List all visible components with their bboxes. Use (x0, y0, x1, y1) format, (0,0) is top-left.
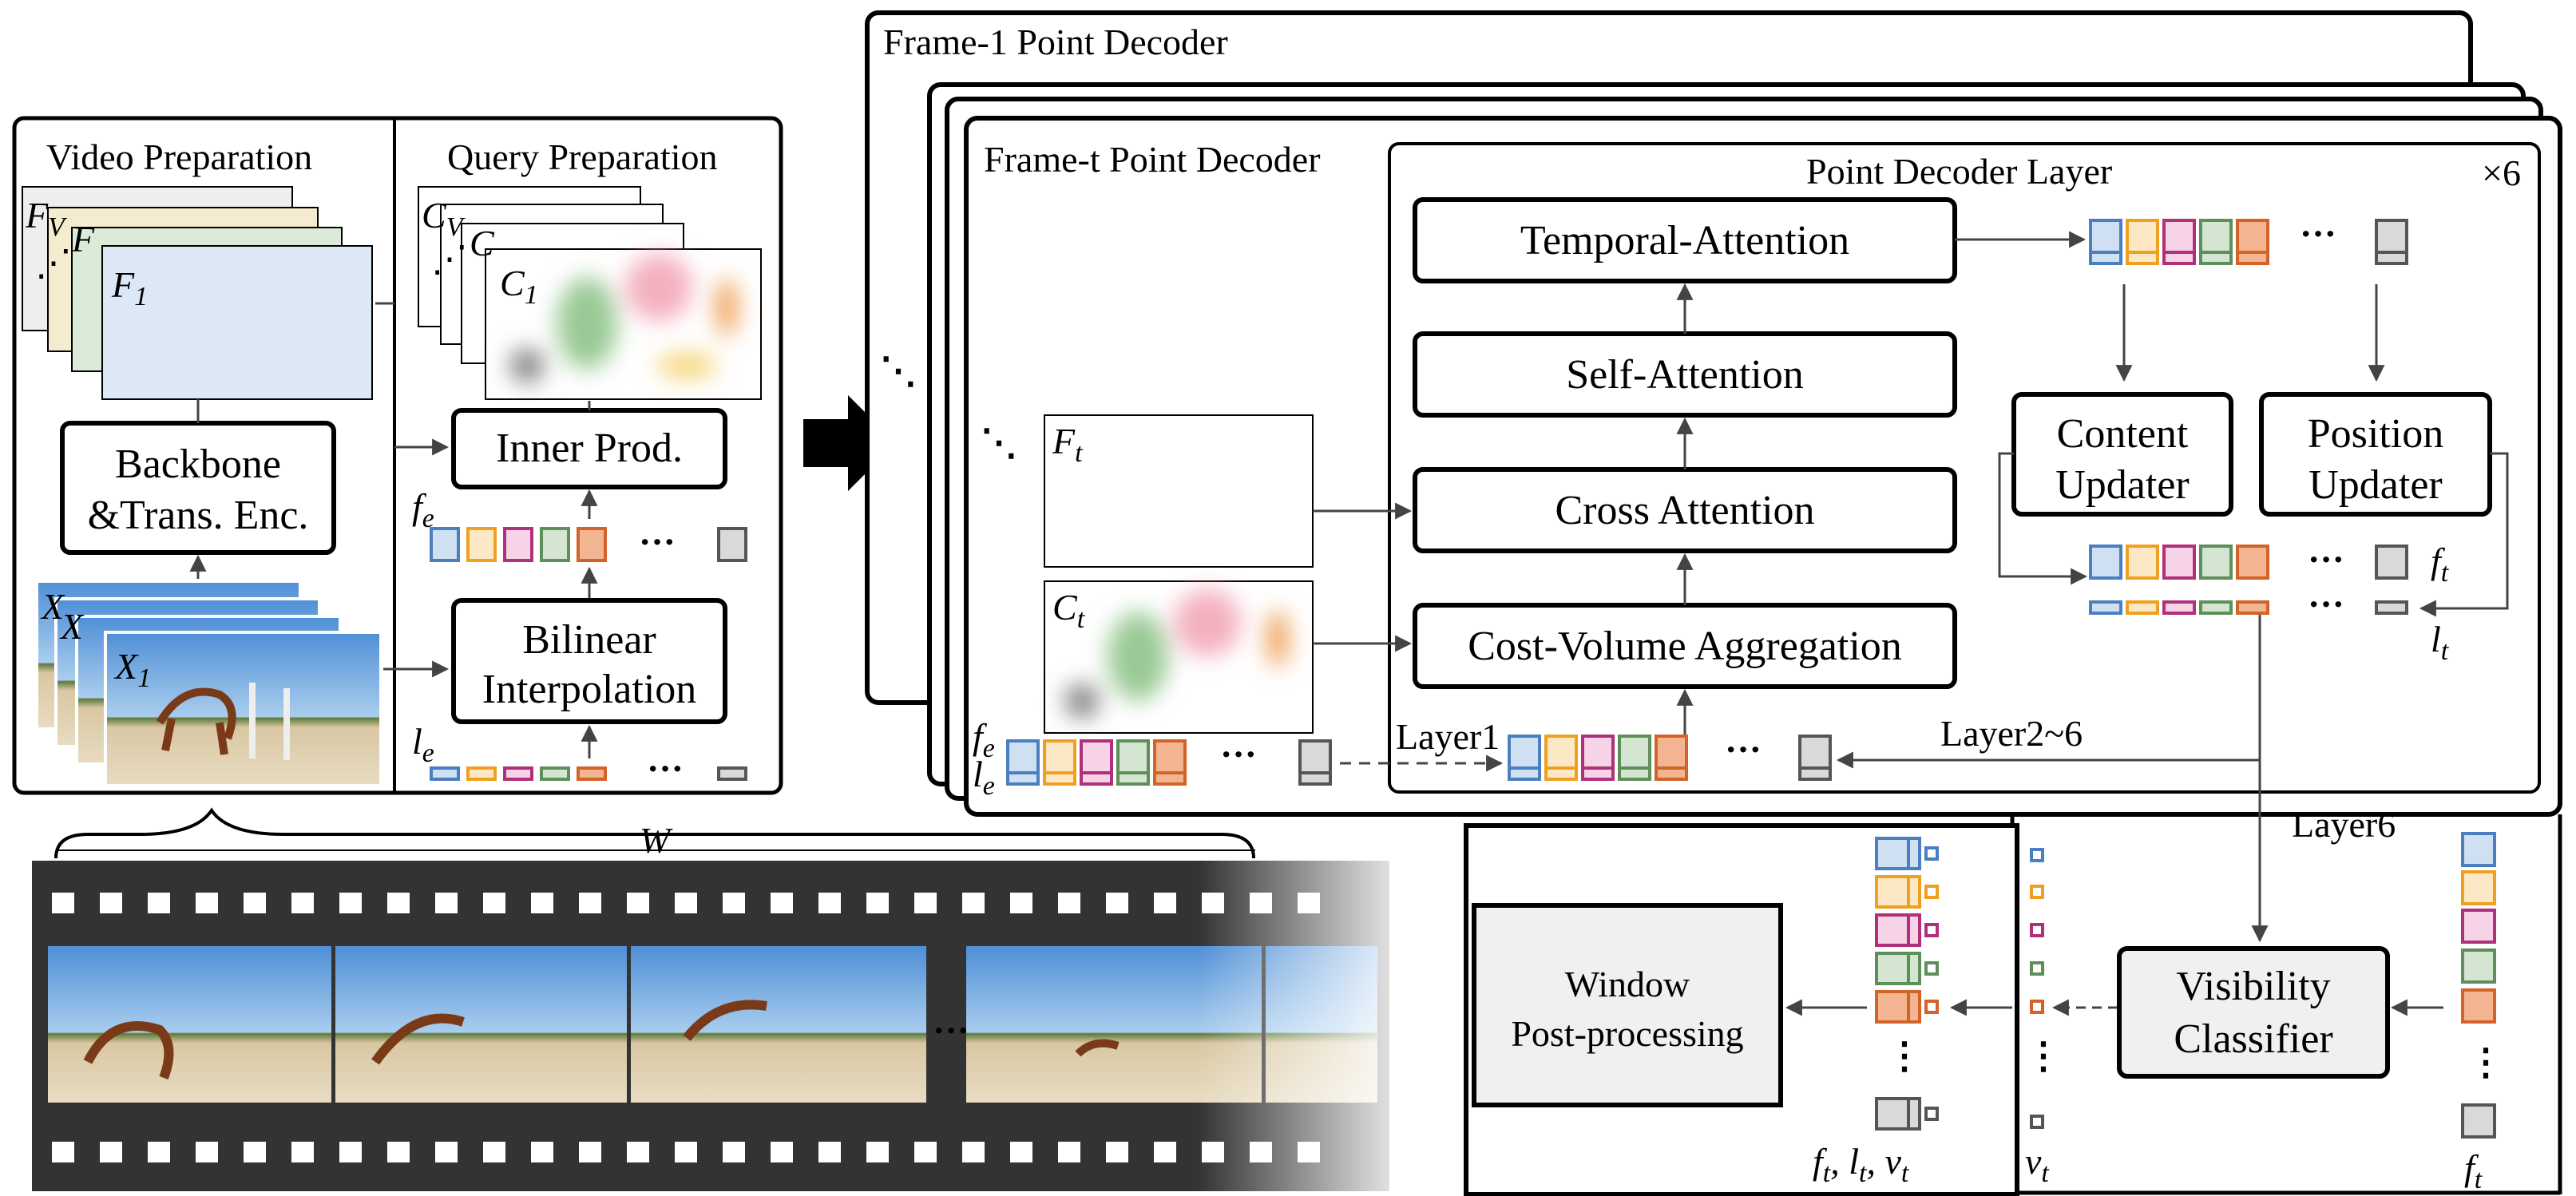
svg-text:Updater: Updater (2055, 462, 2189, 508)
film-strip: W ··· (32, 807, 1389, 1191)
le-label: l (412, 721, 422, 762)
svg-text:⋱: ⋱ (880, 350, 917, 391)
feat-F-back: F (71, 219, 95, 259)
svg-text:Cost-Volume Aggregation: Cost-Volume Aggregation (1468, 624, 1902, 669)
svg-text:vt: vt (2025, 1141, 2050, 1188)
query-C1: C (500, 263, 525, 303)
svg-text:···: ··· (2300, 213, 2336, 254)
backbone-label-2: &Trans. Enc. (88, 493, 309, 538)
svg-text:Post-processing: Post-processing (1511, 1013, 1743, 1054)
bilinear-label-2: Interpolation (482, 667, 697, 712)
feat-dots: ⋰ (35, 243, 72, 283)
svg-text:X: X (40, 586, 65, 627)
query-heatmap (509, 254, 738, 383)
decoder-stack: Frame-1 Point Decoder ⋱ Frame-t Point De… (865, 10, 2562, 943)
lt-tokens: ··· (2089, 584, 2408, 624)
svg-text:F1: F1 (111, 264, 148, 311)
bilinear-label-1: Bilinear (522, 617, 656, 663)
ft-column-tokens: ⋮ (2461, 832, 2504, 1139)
backbone-label-1: Backbone (115, 442, 281, 487)
vt-label: v (2025, 1141, 2042, 1182)
svg-text:⋮: ⋮ (2025, 1036, 2062, 1076)
video-prep-title: Video Preparation (46, 137, 312, 177)
svg-text:Classifier: Classifier (2174, 1016, 2332, 1062)
svg-text:lt: lt (2431, 619, 2450, 666)
svg-text:Position: Position (2308, 411, 2444, 457)
svg-text:···: ··· (639, 521, 676, 562)
big-arrow-icon (803, 395, 896, 491)
layer-tokens: ··· (1508, 729, 1832, 781)
Ft-map (1044, 414, 1314, 568)
svg-text:···: ··· (647, 748, 684, 789)
decoder-input-tokens: ··· (1006, 734, 1332, 786)
brace (54, 807, 1255, 859)
svg-text:le: le (412, 721, 434, 768)
svg-text:C1: C1 (500, 263, 538, 310)
bilinear-box (451, 598, 727, 724)
svg-text:···: ··· (1725, 729, 1762, 770)
svg-text:Ft: Ft (1052, 421, 1084, 468)
svg-text:⋱: ⋱ (981, 422, 1017, 463)
svg-text:X1: X1 (113, 646, 151, 693)
layer6-label: Layer6 (2292, 804, 2396, 845)
svg-text:Temporal-Attention: Temporal-Attention (1520, 218, 1849, 263)
layer-title: Point Decoder Layer (1806, 151, 2112, 192)
svg-text:⋰: ⋰ (431, 239, 468, 279)
svg-text:···: ··· (2308, 539, 2344, 580)
svg-text:⋮: ⋮ (1886, 1036, 1923, 1076)
svg-text:C: C (470, 223, 495, 263)
temporal-out-tokens: ··· (2089, 213, 2408, 265)
svg-text:···: ··· (933, 1010, 969, 1051)
svg-text:ft: ft (2464, 1147, 2483, 1194)
layer1-label: Layer1 (1396, 716, 1500, 757)
feature-stack: FV F ⋰ F1 (22, 186, 373, 400)
query-prep-title: Query Preparation (447, 137, 718, 177)
svg-text:···: ··· (2308, 584, 2344, 624)
svg-text:Ct: Ct (1052, 587, 1086, 634)
le-tokens: ··· (430, 748, 747, 789)
post-processing: Window Post-processing ⋮ ft, lt, vt ⋮ vt (1464, 814, 2562, 1196)
frame1-title: Frame-1 Point Decoder (883, 22, 1228, 62)
left-panel: Video Preparation Query Preparation FV F… (12, 116, 783, 795)
fe-tokens: ··· (430, 521, 747, 562)
vt-tokens: ⋮ (2025, 848, 2062, 1129)
output-tokens: ⋮ (1875, 837, 1939, 1131)
svg-text:le: le (973, 754, 995, 801)
image-X1: X (113, 646, 139, 687)
svg-text:Cross Attention: Cross Attention (1555, 488, 1814, 533)
svg-text:Window: Window (1565, 964, 1690, 1004)
svg-text:Self-Attention: Self-Attention (1566, 352, 1804, 398)
svg-text:Updater: Updater (2308, 462, 2442, 508)
svg-text:⋮: ⋮ (2467, 1042, 2504, 1083)
svg-text:Content: Content (2057, 411, 2189, 457)
query-stack: CV ⋰ C C1 (418, 186, 762, 400)
width-label: W (640, 820, 673, 861)
svg-text:Visibility: Visibility (2176, 964, 2330, 1009)
feat-F1: F (111, 264, 135, 305)
svg-text:X: X (59, 606, 85, 647)
framet-title: Frame-t Point Decoder (984, 139, 1321, 180)
ft-tokens: ··· (2089, 539, 2408, 580)
visibility-classifier (2117, 946, 2390, 1079)
svg-text:···: ··· (1220, 734, 1257, 774)
repeat-label: ×6 (2482, 152, 2521, 193)
input-frames: X X X1 (35, 580, 382, 787)
layer2-6-label: Layer2~6 (1940, 713, 2083, 754)
inner-prod-label: Inner Prod. (496, 426, 683, 471)
window-postproc-box (1472, 903, 1783, 1107)
horse-icon (156, 687, 236, 755)
lt-label: l (2431, 619, 2441, 659)
